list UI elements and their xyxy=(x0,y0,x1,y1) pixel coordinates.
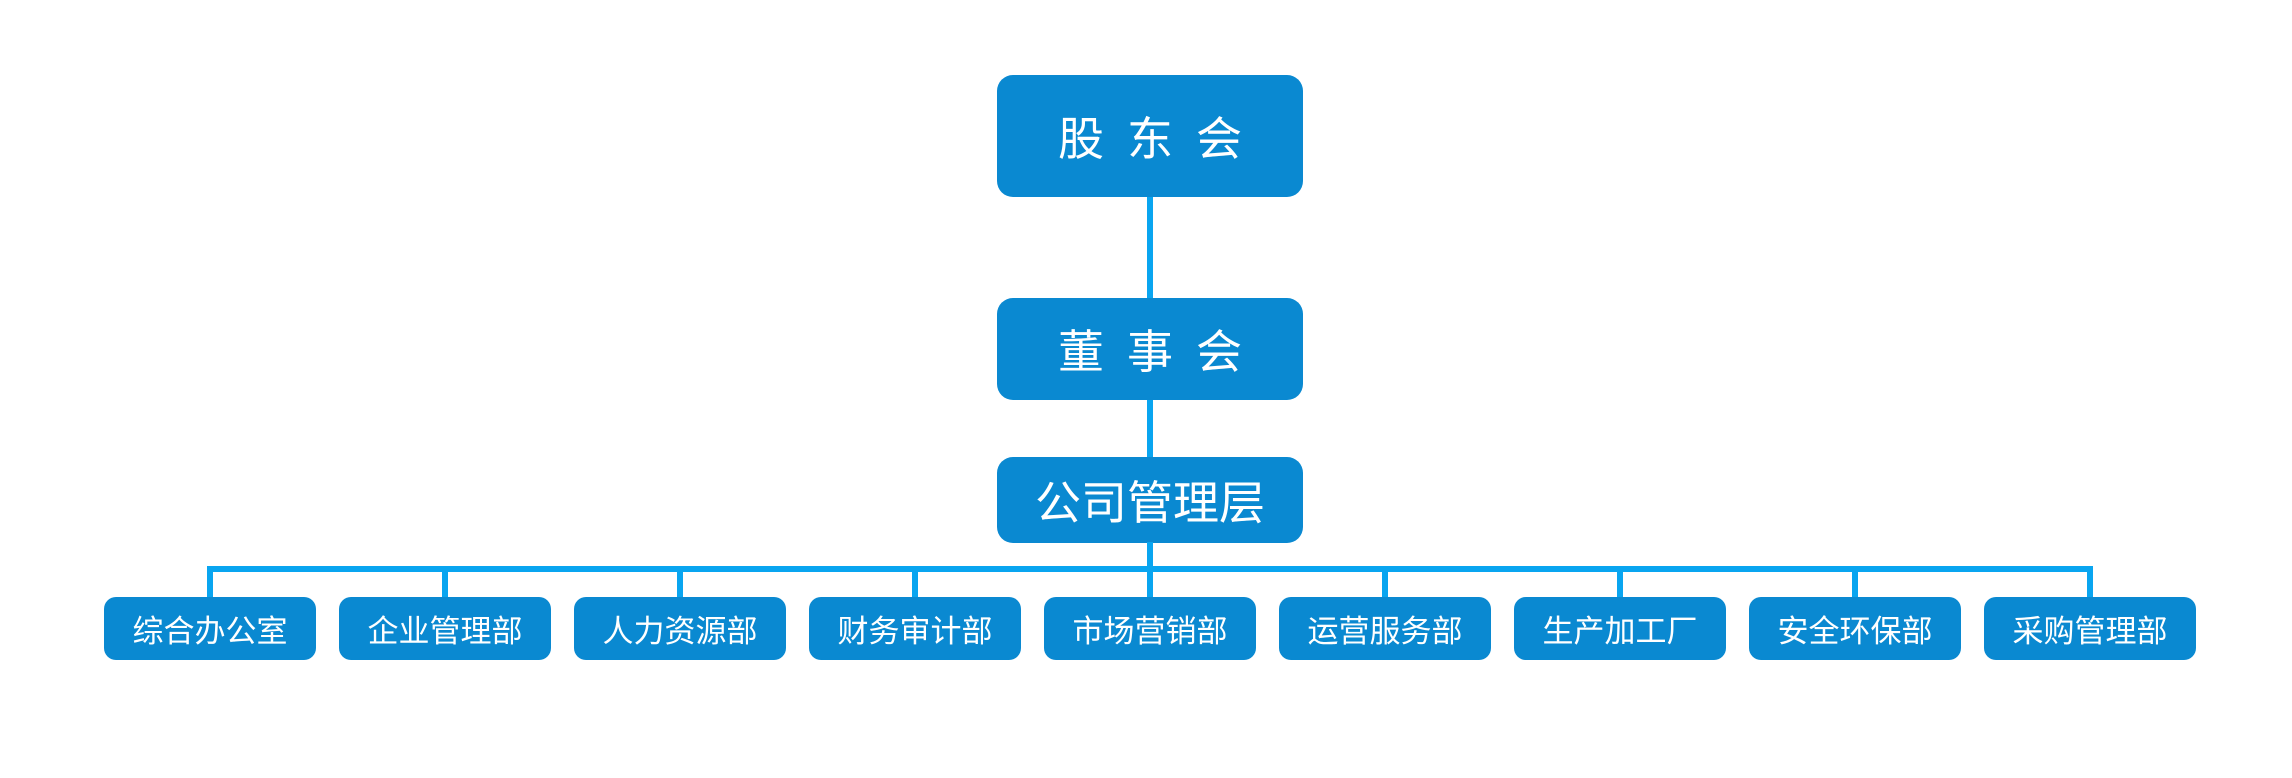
org-node-safety-environment-label: 安全环保部 xyxy=(1777,614,1933,649)
org-node-shareholders[interactable]: 股东会 xyxy=(997,75,1303,197)
org-node-finance-audit[interactable]: 财务审计部 xyxy=(809,597,1021,660)
org-node-human-resources-label: 人力资源部 xyxy=(602,614,758,649)
connector-shareholders-board xyxy=(1147,197,1153,298)
org-node-management[interactable]: 公司管理层 xyxy=(997,457,1303,543)
org-node-finance-audit-label: 财务审计部 xyxy=(837,614,993,649)
org-node-board[interactable]: 董事会 xyxy=(997,298,1303,400)
connector-drop-procurement xyxy=(2087,566,2093,597)
org-node-shareholders-label: 股东会 xyxy=(1058,113,1265,165)
connector-drop-operations-service xyxy=(1382,566,1388,597)
connector-drop-human-resources xyxy=(677,566,683,597)
org-node-enterprise-management[interactable]: 企业管理部 xyxy=(339,597,551,660)
org-node-management-label: 公司管理层 xyxy=(1035,477,1265,529)
connector-management-bar xyxy=(1147,542,1153,569)
org-node-marketing-label: 市场营销部 xyxy=(1072,614,1228,649)
org-node-procurement[interactable]: 采购管理部 xyxy=(1984,597,2196,660)
org-node-general-office-label: 综合办公室 xyxy=(132,614,288,649)
org-node-production-factory-label: 生产加工厂 xyxy=(1542,614,1698,649)
connector-drop-enterprise-management xyxy=(442,566,448,597)
connector-drop-production-factory xyxy=(1617,566,1623,597)
org-node-general-office[interactable]: 综合办公室 xyxy=(104,597,316,660)
connector-drop-marketing xyxy=(1147,566,1153,597)
org-node-operations-service-label: 运营服务部 xyxy=(1307,614,1463,649)
org-node-production-factory[interactable]: 生产加工厂 xyxy=(1514,597,1726,660)
org-node-operations-service[interactable]: 运营服务部 xyxy=(1279,597,1491,660)
org-node-board-label: 董事会 xyxy=(1058,326,1265,378)
org-node-human-resources[interactable]: 人力资源部 xyxy=(574,597,786,660)
connector-drop-finance-audit xyxy=(912,566,918,597)
org-node-procurement-label: 采购管理部 xyxy=(2012,614,2168,649)
org-node-enterprise-management-label: 企业管理部 xyxy=(367,614,523,649)
connector-board-management xyxy=(1147,400,1153,457)
org-node-safety-environment[interactable]: 安全环保部 xyxy=(1749,597,1961,660)
connector-drop-safety-environment xyxy=(1852,566,1858,597)
connector-drop-general-office xyxy=(207,566,213,597)
org-node-marketing[interactable]: 市场营销部 xyxy=(1044,597,1256,660)
